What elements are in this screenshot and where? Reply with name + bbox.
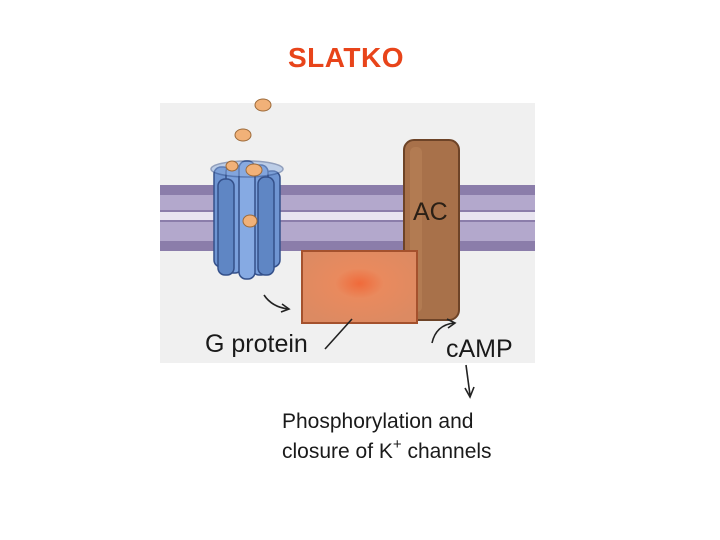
camp-label: cAMP (446, 335, 513, 363)
effect-caption-line2: closure of K+ channels (282, 436, 492, 469)
g-protein (301, 250, 418, 324)
slide-title: SLATKO (287, 42, 405, 73)
adenylyl-cyclase-label: AC (413, 198, 448, 226)
effect-caption: Phosphorylation and closure of K+ channe… (282, 407, 492, 469)
signaling-diagram: AC G protein cAMP Phosphorylation and cl… (160, 95, 545, 515)
diagram-graphic (160, 98, 535, 399)
g-protein-label: G protein (205, 330, 308, 358)
ligand-molecules (225, 98, 272, 228)
effect-caption-line1: Phosphorylation and (282, 410, 474, 433)
arrows (263, 294, 475, 399)
potassium-charge: + (392, 436, 402, 453)
effect-caption-suffix: channels (401, 440, 492, 463)
effect-caption-prefix: closure of K (282, 440, 393, 463)
